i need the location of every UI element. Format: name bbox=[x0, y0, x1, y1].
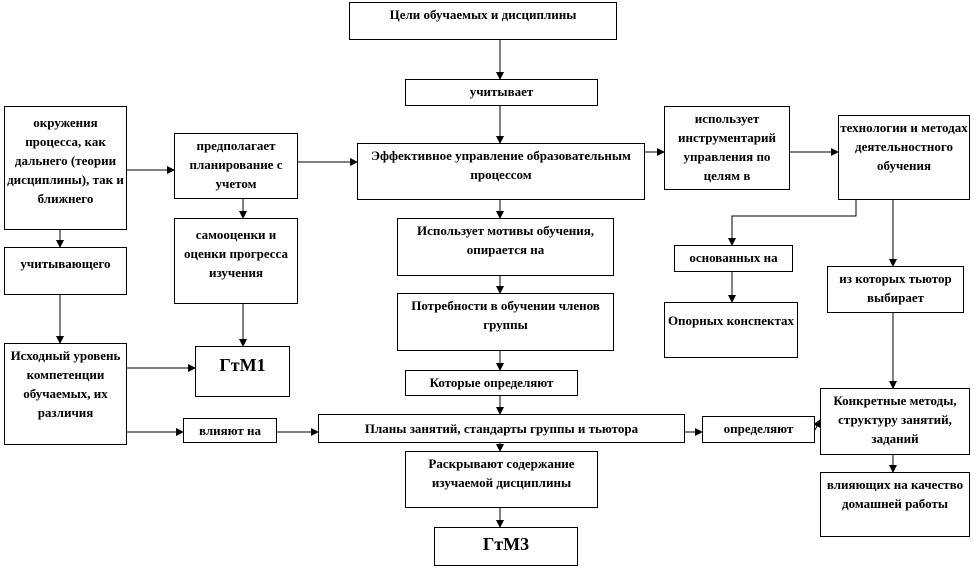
box-self-assessment: самооценки и оценки прогресса изучения bbox=[174, 218, 298, 304]
box-needs: Потребности в обучении членов группы bbox=[397, 293, 614, 351]
box-affect: влияют на bbox=[183, 418, 277, 443]
box-gtm3: ГтМ3 bbox=[434, 527, 578, 566]
box-which-define: Которые определяют bbox=[405, 370, 578, 396]
box-concrete-methods: Конкретные методы, структуру занятий, за… bbox=[820, 388, 970, 455]
box-reveal: Раскрывают содержание изучаемой дисципли… bbox=[405, 451, 598, 508]
box-notes: Опорных конспектах bbox=[664, 302, 798, 358]
box-gtm1: ГтМ1 bbox=[195, 346, 290, 397]
box-goals: Цели обучаемых и дисциплины bbox=[349, 2, 617, 40]
box-considering: учитывающего bbox=[4, 247, 127, 295]
box-uses-motives: Использует мотивы обучения, опирается на bbox=[397, 218, 614, 276]
box-initial-level: Исходный уровень компетенции обучаемых, … bbox=[4, 343, 127, 445]
box-plans: Планы занятий, стандарты группы и тьютор… bbox=[318, 414, 685, 443]
box-define: определяют bbox=[702, 416, 815, 443]
box-affecting-homework: влияющих на качество домашней работы bbox=[820, 472, 970, 537]
box-considers: учитывает bbox=[405, 79, 598, 106]
box-assumes: предполагает планирование с учетом bbox=[174, 133, 298, 199]
box-technologies: технологии и методах деятельностного обу… bbox=[838, 115, 970, 200]
box-tutor-chooses: из которых тьютор выбирает bbox=[827, 266, 964, 313]
box-based-on: основанных на bbox=[674, 245, 793, 272]
box-uses-tools: использует инструментарий управления по … bbox=[664, 106, 790, 190]
box-environment: окружения процесса, как дальнего (теории… bbox=[4, 106, 127, 230]
box-effective-management: Эффективное управление образовательным п… bbox=[357, 143, 645, 200]
